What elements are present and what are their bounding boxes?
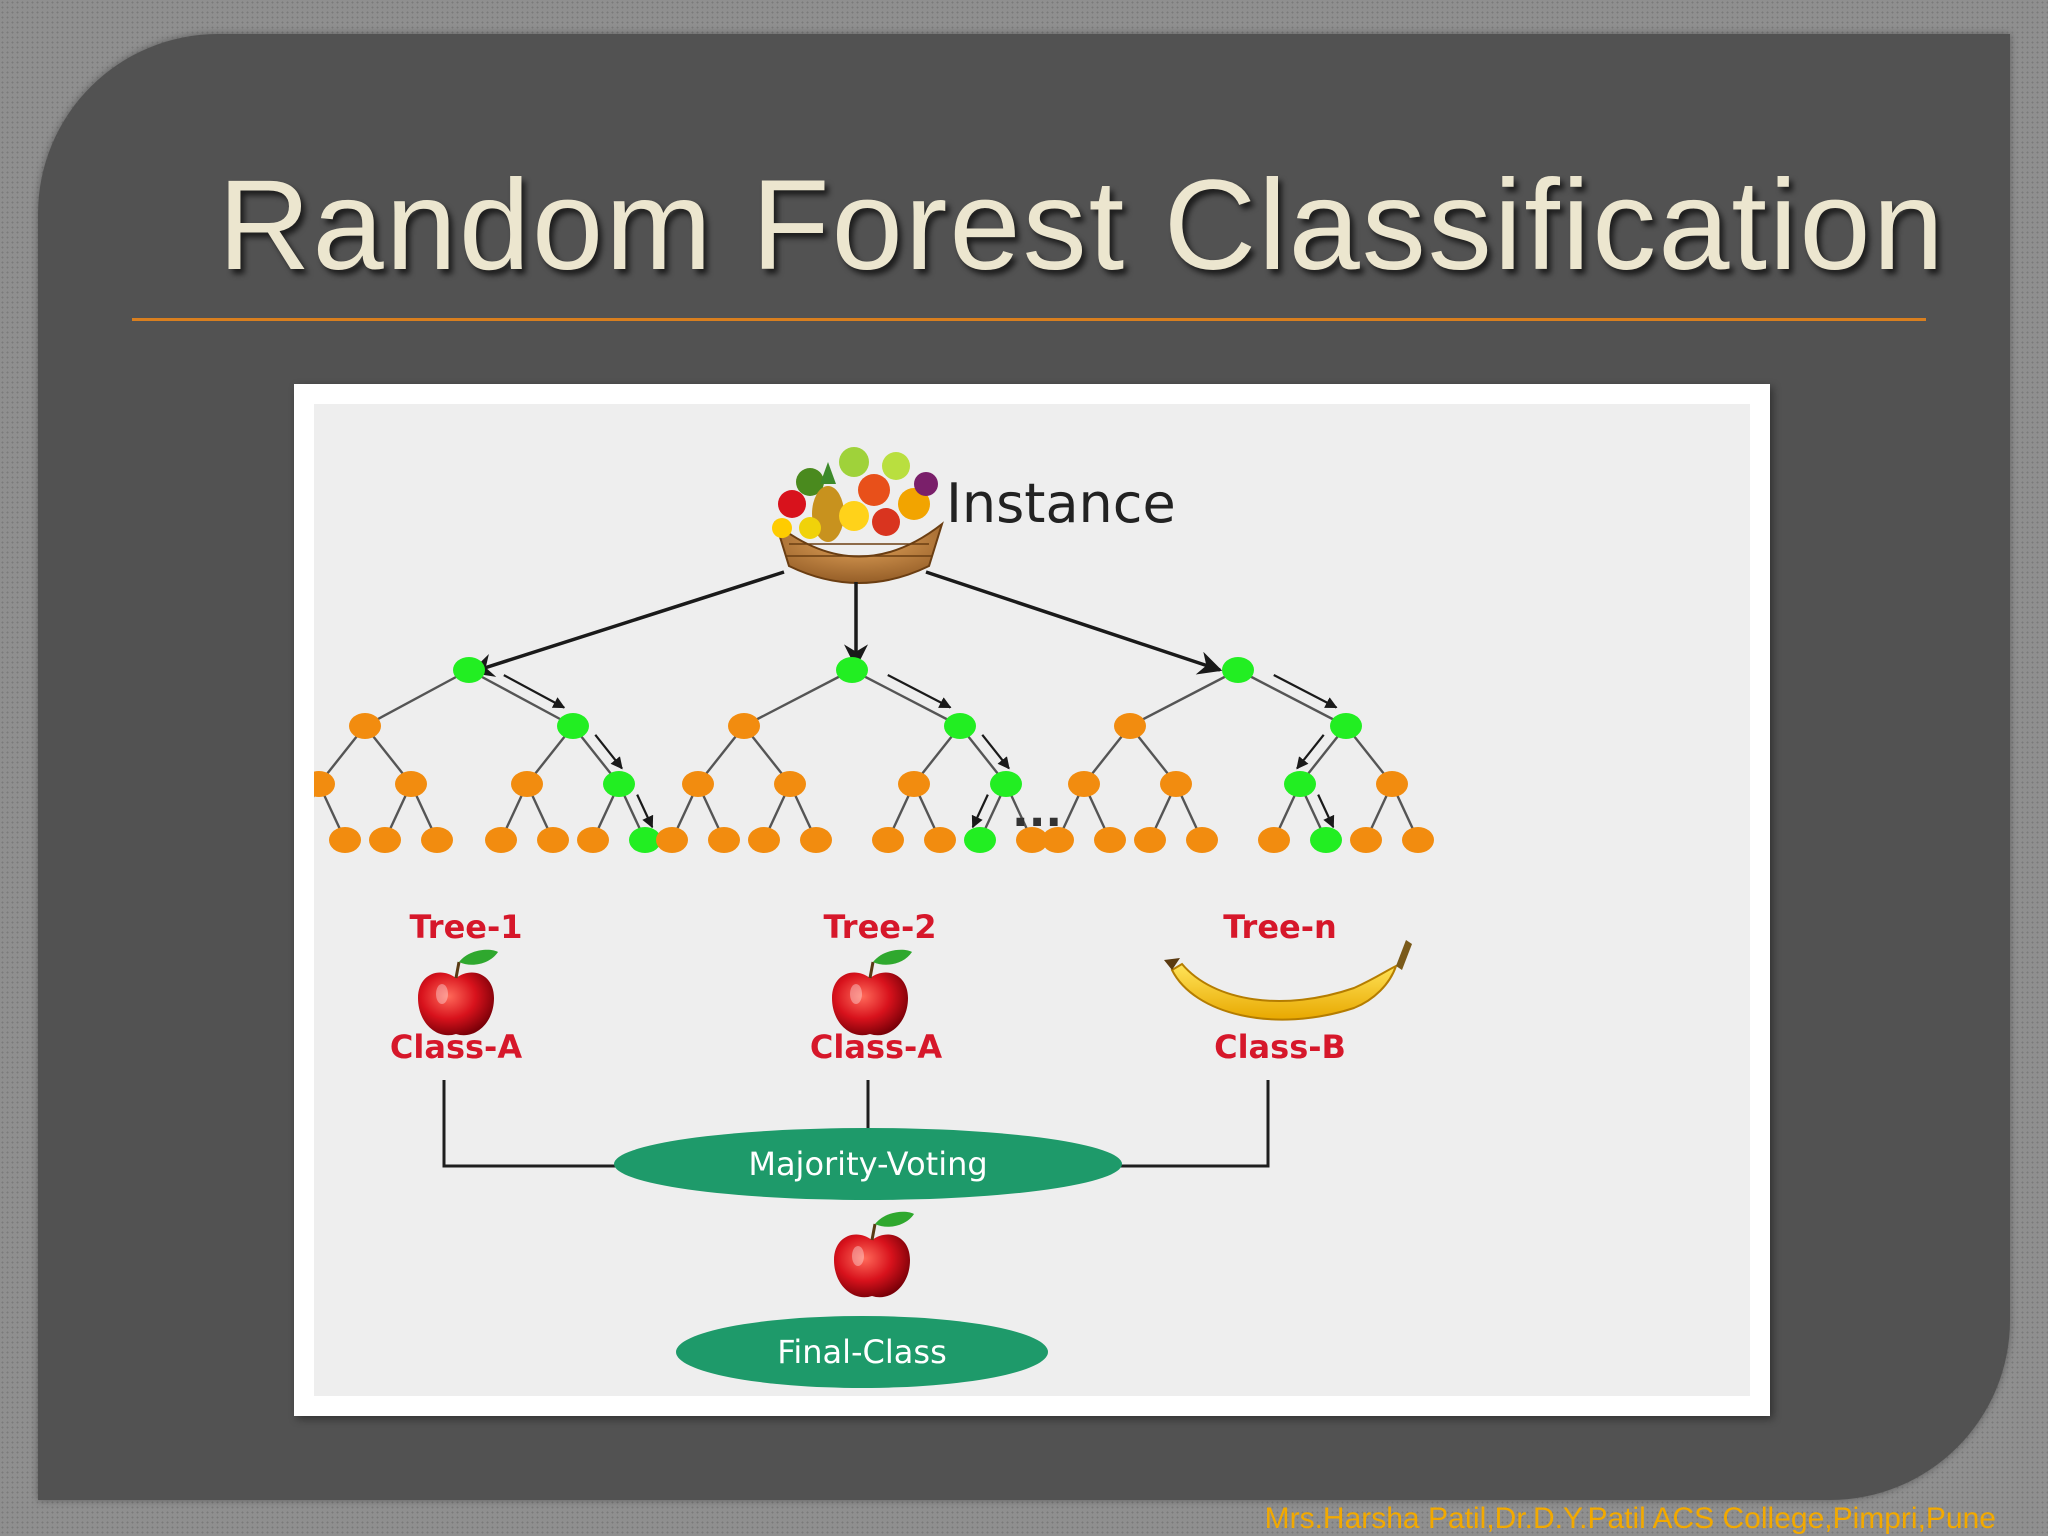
- tree-node-path: [990, 771, 1022, 797]
- ellipsis-dots: ...: [1012, 786, 1062, 837]
- tree-edge: [364, 668, 470, 728]
- tree-edge: [851, 668, 961, 728]
- tree-node: [1114, 713, 1146, 739]
- tree-1-class-label: Class-A: [390, 1028, 522, 1066]
- connector-tree-n-to-voting: [1058, 1080, 1270, 1168]
- tree-2-label: Tree-2: [823, 908, 936, 946]
- decision-tree-1: [314, 657, 661, 853]
- tree-node-path: [944, 713, 976, 739]
- decision-tree-3: [1042, 657, 1434, 853]
- arrow-to-tree-n: [925, 570, 1223, 675]
- random-forest-diagram: Instance ... Tree-1 Tree-2 Tree-n: [314, 404, 1750, 1396]
- tree-node-path: [603, 771, 635, 797]
- decision-path-arrow: [594, 734, 623, 770]
- tree-node-path: [1284, 771, 1316, 797]
- tree-node-path: [1222, 657, 1254, 683]
- tree-node: [728, 713, 760, 739]
- apple-icon: [834, 1211, 914, 1298]
- tree-node: [329, 827, 361, 853]
- tree-node: [395, 771, 427, 797]
- tree-node: [1094, 827, 1126, 853]
- tree-node: [1068, 771, 1100, 797]
- tree-edge: [468, 668, 574, 728]
- majority-voting-label: Majority-Voting: [748, 1145, 987, 1183]
- tree-node: [774, 771, 806, 797]
- tree-node: [708, 827, 740, 853]
- apple-icon: [832, 949, 912, 1036]
- tree-node: [898, 771, 930, 797]
- decision-path-arrow: [636, 794, 654, 829]
- decision-path-arrow: [1273, 674, 1338, 709]
- tree-node: [511, 771, 543, 797]
- tree-node: [1376, 771, 1408, 797]
- tree-edge: [743, 668, 853, 728]
- tree-2-class-label: Class-A: [810, 1028, 942, 1066]
- decision-path-arrow: [1317, 794, 1335, 829]
- tree-node: [1016, 827, 1048, 853]
- tree-node: [1350, 827, 1382, 853]
- tree-node: [349, 713, 381, 739]
- banana-icon: [1164, 940, 1412, 1021]
- tree-edge: [1237, 668, 1347, 728]
- tree-node: [1402, 827, 1434, 853]
- majority-voting-ellipse: [614, 1128, 1122, 1200]
- decision-path-arrow: [981, 734, 1010, 770]
- tree-node: [656, 827, 688, 853]
- tree-node: [421, 827, 453, 853]
- decision-trees: [314, 657, 1434, 853]
- tree-node-path: [557, 713, 589, 739]
- tree-node: [1258, 827, 1290, 853]
- author-credit: Mrs.Harsha Patil,Dr.D.Y.Patil ACS Colleg…: [1264, 1502, 1996, 1535]
- tree-node-path: [453, 657, 485, 683]
- tree-node: [537, 827, 569, 853]
- diagram-frame: Instance ... Tree-1 Tree-2 Tree-n: [294, 384, 1770, 1416]
- tree-node: [800, 827, 832, 853]
- tree-1-label: Tree-1: [409, 908, 522, 946]
- decision-path-arrow: [887, 674, 952, 709]
- decision-path-arrow: [1296, 734, 1325, 770]
- apple-icon: [418, 949, 498, 1036]
- arrow-to-tree-1: [469, 570, 785, 677]
- tree-node-path: [1330, 713, 1362, 739]
- tree-n-class-label: Class-B: [1214, 1028, 1346, 1066]
- decision-path-arrow: [971, 794, 989, 829]
- tree-node: [924, 827, 956, 853]
- decision-tree-2: [656, 657, 1048, 853]
- tree-node-path: [629, 827, 661, 853]
- instance-label: Instance: [946, 472, 1176, 535]
- tree-node: [369, 827, 401, 853]
- tree-edge: [1129, 668, 1239, 728]
- tree-node: [1186, 827, 1218, 853]
- tree-node: [314, 771, 335, 797]
- tree-node: [577, 827, 609, 853]
- final-class-label: Final-Class: [777, 1333, 946, 1371]
- tree-node-path: [964, 827, 996, 853]
- slide: Random Forest Classification: [38, 34, 2010, 1500]
- tree-node: [1134, 827, 1166, 853]
- tree-node: [682, 771, 714, 797]
- tree-n-label: Tree-n: [1223, 908, 1337, 946]
- tree-node: [485, 827, 517, 853]
- fruit-basket-icon: [772, 447, 944, 584]
- final-class-ellipse: [676, 1316, 1048, 1388]
- title-underline: [132, 318, 1926, 321]
- tree-node-path: [836, 657, 868, 683]
- decision-path-arrow: [503, 674, 566, 709]
- tree-node: [872, 827, 904, 853]
- tree-node: [1160, 771, 1192, 797]
- slide-title: Random Forest Classification: [218, 154, 1946, 297]
- tree-node: [1042, 827, 1074, 853]
- tree-node-path: [1310, 827, 1342, 853]
- tree-node: [748, 827, 780, 853]
